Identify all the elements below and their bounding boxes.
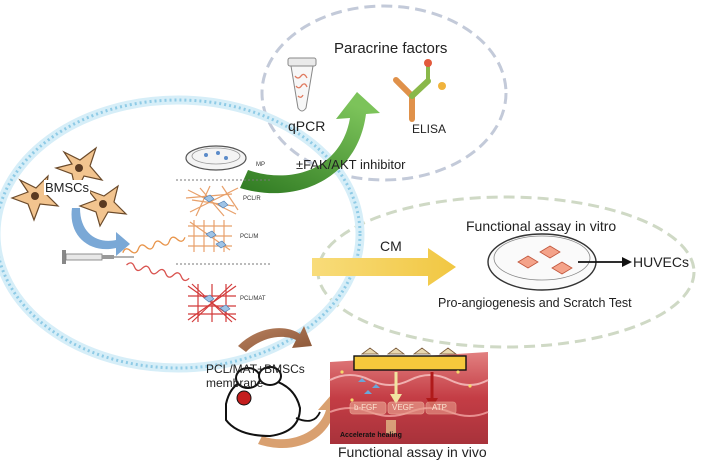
pcl-r-label: PCL/R (243, 196, 261, 202)
elisa-label: ELISA (412, 122, 447, 136)
scaffold-cells (203, 194, 231, 313)
mp-dish-icon (185, 145, 247, 171)
invivo-label-line1: PCL/MAT+BMSCs (206, 362, 305, 376)
cm-label: CM (380, 238, 402, 254)
inhibitor-label: ±FAK/AKT inhibitor (296, 157, 406, 172)
bfgf-label: b-FGF (354, 403, 378, 412)
syringe-icon (62, 250, 134, 264)
pcl-r-scaffold (185, 185, 239, 217)
bmsc-cell-3 (78, 184, 128, 228)
paracrine-title: Paracrine factors (334, 40, 448, 57)
bmsc-ellipse (0, 98, 362, 370)
antibody-icon (393, 59, 446, 122)
cm-arrow (312, 248, 456, 286)
pcl-mat-label: PCL/MAT (240, 296, 266, 302)
pcr-tube-icon (287, 57, 317, 112)
invivo-label-line2: membrane (206, 376, 264, 390)
atp-label: ATP (432, 403, 447, 412)
huvecs-label: HUVECs (633, 254, 690, 270)
paracrine-ellipse (260, 4, 508, 182)
invitro-subtitle: Pro-angiogenesis and Scratch Test (438, 296, 632, 310)
bmscs-label: BMSCs (44, 180, 91, 195)
orange-fiber-wave (122, 236, 186, 254)
mouse-icon (225, 366, 321, 438)
accelerate-label: Accelerate healing (340, 432, 402, 439)
huvec-arrow-head (622, 257, 632, 267)
mp-label: MP (256, 162, 265, 168)
pcl-mat-scaffold (187, 283, 237, 323)
vegf-label: VEGF (392, 403, 414, 412)
brown-arrow-right (258, 394, 342, 449)
invitro-title: Functional assay in vitro (466, 218, 617, 234)
pcl-m-label: PCL/M (240, 234, 259, 240)
tissue-wound (329, 347, 489, 444)
invivo-title: Functional assay in vivo (338, 444, 487, 460)
green-arrow (240, 92, 380, 194)
bmsc-cell-1 (53, 146, 104, 194)
blue-curved-arrow (71, 208, 130, 256)
red-fiber-wave (126, 262, 190, 282)
qpcr-label: qPCR (288, 118, 326, 134)
brown-arrow-down (238, 326, 312, 352)
